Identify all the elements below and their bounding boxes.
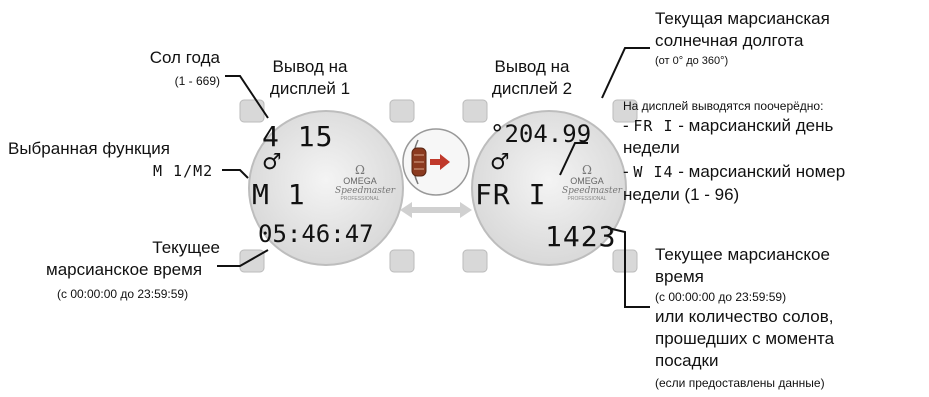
- display1-title-line1: Вывод на: [272, 57, 348, 76]
- martian-week-text-cont: недели (1 - 96): [623, 185, 740, 204]
- swap-arrow: [400, 202, 472, 218]
- leader-lines-right: [559, 47, 650, 308]
- function-options-glyphs: M 1/M2: [153, 162, 213, 180]
- watch2-time-display: 1423: [545, 220, 617, 253]
- solar-longitude-label-line1: Текущая марсианская: [655, 9, 830, 28]
- martian-week-text: - марсианский номер: [678, 162, 846, 181]
- function-m2-glyph: M2: [193, 162, 214, 180]
- omega-logo-icon: Ω: [355, 163, 365, 177]
- display1-title-line2: дисплей 1: [269, 79, 351, 98]
- selected-function-label: Выбранная функция: [8, 139, 170, 158]
- watch2-brand: OMEGA: [570, 176, 604, 186]
- week-glyph: W I4: [633, 163, 674, 181]
- display2-title-line2: дисплей 2: [491, 79, 573, 98]
- watch2-longitude-display: °204.99: [490, 120, 592, 148]
- watch2-brand-block: Ω OMEGA Speedmaster PROFESSIONAL: [562, 163, 623, 203]
- right-time-label-line2: время: [655, 267, 704, 286]
- watch1-sol-display: 4 15: [262, 120, 334, 153]
- alternating-note: На дисплей выводятся поочерёдно:: [623, 99, 824, 113]
- omega-logo-icon: Ω: [582, 163, 592, 177]
- dash: -: [623, 162, 629, 181]
- sol-of-year-label: Сол года: [149, 48, 220, 67]
- leader-lines-left: [217, 75, 269, 267]
- watch2-mars-symbol: ♂: [490, 150, 510, 175]
- right-time-label-line1: Текущее марсианское: [655, 245, 830, 264]
- sols-since-landing-line3: посадки: [655, 351, 719, 370]
- martian-day-line: - FR I - марсианский день: [623, 116, 833, 136]
- current-time-label-line2: марсианское время: [46, 260, 203, 279]
- solar-longitude-range: (от 0° до 360°): [655, 55, 729, 67]
- watch1-brand-block: Ω OMEGA Speedmaster PROFESSIONAL: [335, 163, 396, 203]
- watch1-brand: OMEGA: [343, 176, 377, 186]
- function-m1-glyph: M 1: [153, 162, 184, 180]
- display2-title-line1: Вывод на: [494, 57, 570, 76]
- sols-since-landing-line2: прошедших с момента: [655, 329, 835, 348]
- martian-day-text: - марсианский день: [678, 116, 834, 135]
- watch2-model: Speedmaster: [562, 186, 623, 196]
- solar-longitude-label-line2: солнечная долгота: [655, 31, 804, 50]
- crown-detail: [402, 128, 470, 196]
- sols-data-note: (если предоставлены данные): [655, 376, 825, 390]
- watch1-mars-symbol: ♂: [262, 150, 282, 175]
- fri-glyph: FR I: [633, 117, 674, 135]
- watch2-subtitle: PROFESSIONAL: [567, 196, 607, 202]
- sol-of-year-range: (1 - 669): [174, 74, 220, 88]
- dash: -: [623, 116, 629, 135]
- function-separator: /: [183, 162, 194, 180]
- watch1-subtitle: PROFESSIONAL: [340, 196, 380, 202]
- watch1-time-display: 05:46:47: [258, 220, 374, 248]
- current-time-label-line1: Текущее: [152, 238, 220, 257]
- martian-day-text-cont: недели: [623, 138, 680, 157]
- right-time-range: (с 00:00:00 до 23:59:59): [655, 290, 787, 304]
- watch-1: [239, 99, 415, 273]
- martian-week-line: - W I4 - марсианский номер: [623, 162, 845, 182]
- watch2-day-display: FR I: [475, 178, 547, 211]
- sols-since-landing-line1: или количество солов,: [655, 307, 834, 326]
- watch1-model: Speedmaster: [335, 186, 396, 196]
- watch1-function-display: M 1: [252, 178, 306, 211]
- watch-2: [462, 99, 638, 273]
- current-time-range: (с 00:00:00 до 23:59:59): [57, 287, 189, 301]
